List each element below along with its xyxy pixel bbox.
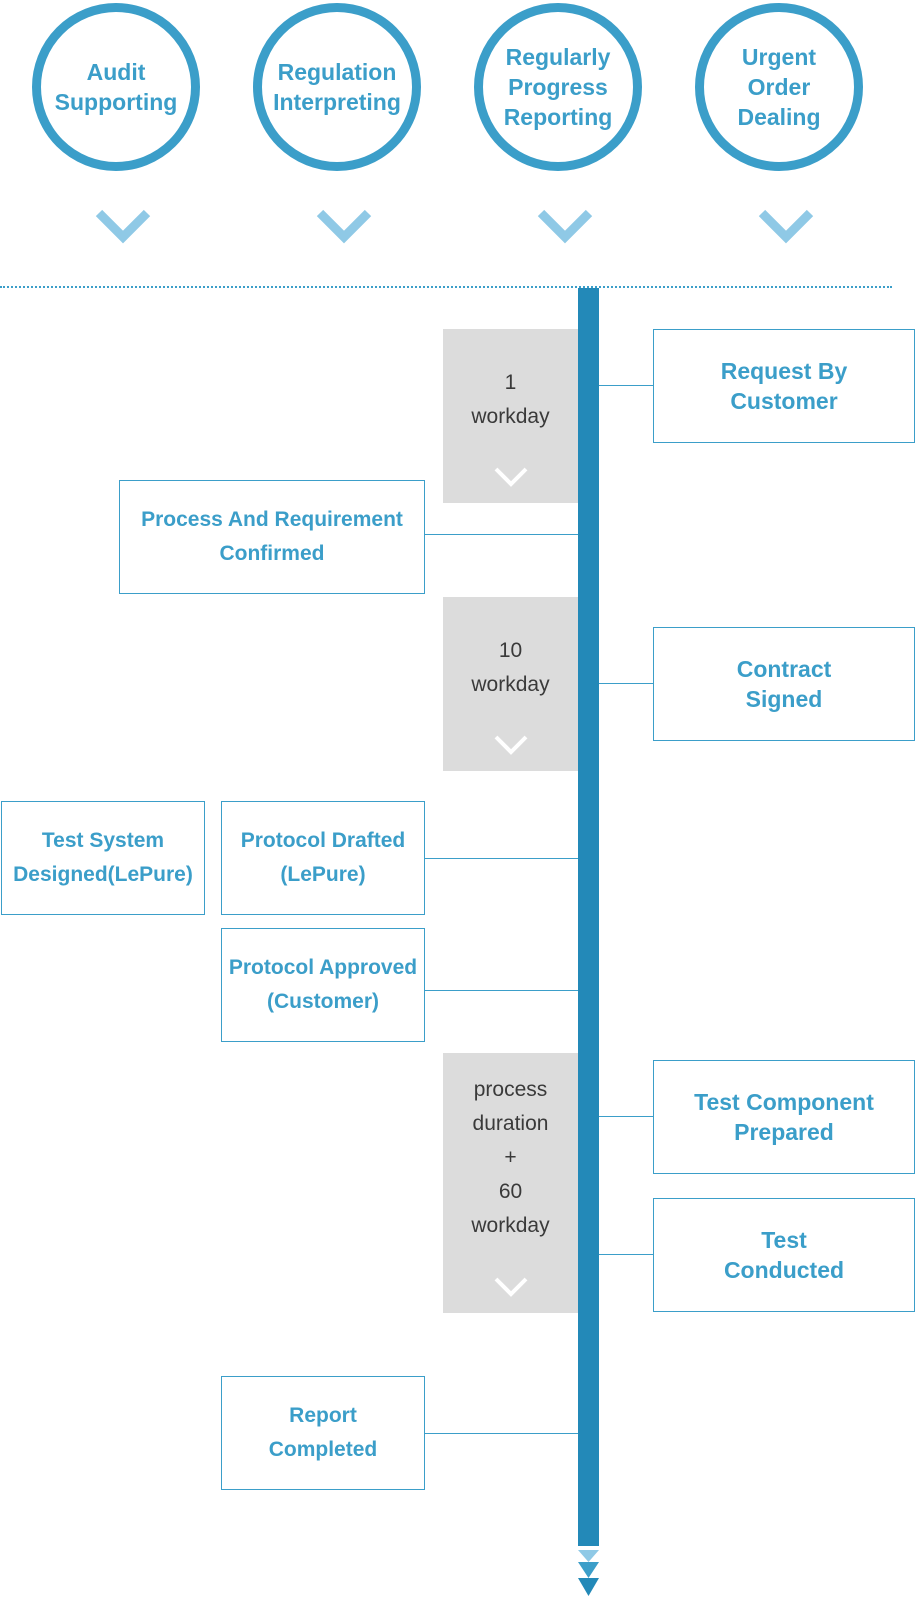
duration-block: process duration + 60 workday [443, 1053, 578, 1313]
connector-line [599, 385, 653, 386]
step-label: Test Component Prepared [694, 1089, 874, 1145]
connector-line [425, 990, 578, 991]
step-label: Request By Customer [720, 358, 848, 414]
service-label: Audit Supporting [54, 59, 178, 115]
chevron-down-icon [316, 209, 372, 244]
step-protocol-approved: Protocol Approved (Customer) [221, 928, 425, 1042]
step-label: Contract Signed [736, 656, 832, 712]
service-urgent-order: Urgent Order Dealing [695, 3, 863, 171]
chevron-down-icon [494, 1277, 527, 1297]
step-label: Test Conducted [723, 1227, 845, 1283]
duration-label: process duration + 60 workday [471, 1078, 550, 1237]
connector-line [425, 1433, 578, 1434]
step-protocol-drafted: Protocol Drafted (LePure) [221, 801, 425, 915]
service-regulation-interpreting: Regulation Interpreting [253, 3, 421, 171]
chevron-down-icon [758, 209, 814, 244]
service-label: Urgent Order Dealing [737, 44, 821, 130]
dotted-divider [0, 286, 892, 288]
service-audit-supporting: Audit Supporting [32, 3, 200, 171]
chevron-down-icon [95, 209, 151, 244]
connector-line [425, 858, 578, 859]
service-label: Regulation Interpreting [273, 59, 401, 115]
timeline-axis [578, 288, 599, 1546]
chevron-down-icon [494, 467, 527, 487]
duration-label: 1 workday [471, 371, 550, 428]
duration-label: 10 workday [471, 639, 550, 696]
arrow-down-icon [578, 1550, 599, 1596]
step-label: Protocol Drafted (LePure) [240, 829, 406, 886]
chevron-down-icon [537, 209, 593, 244]
connector-line [425, 534, 578, 535]
step-request-by-customer: Request By Customer [653, 329, 915, 443]
step-label: Protocol Approved (Customer) [228, 956, 418, 1013]
duration-block: 1 workday [443, 329, 578, 503]
step-test-conducted: Test Conducted [653, 1198, 915, 1312]
step-report-completed: Report Completed [221, 1376, 425, 1490]
step-contract-signed: Contract Signed [653, 627, 915, 741]
service-label: Regularly Progress Reporting [503, 44, 613, 130]
step-process-confirmed: Process And Requirement Confirmed [119, 480, 425, 594]
step-test-component-prepared: Test Component Prepared [653, 1060, 915, 1174]
step-label: Process And Requirement Confirmed [141, 508, 403, 565]
duration-block: 10 workday [443, 597, 578, 771]
connector-line [599, 1116, 653, 1117]
service-progress-reporting: Regularly Progress Reporting [474, 3, 642, 171]
connector-line [599, 1254, 653, 1255]
chevron-down-icon [494, 735, 527, 755]
connector-line [599, 683, 653, 684]
step-label: Report Completed [268, 1404, 378, 1461]
step-label: Test System Designed(LePure) [13, 829, 193, 886]
step-test-system-designed: Test System Designed(LePure) [1, 801, 205, 915]
